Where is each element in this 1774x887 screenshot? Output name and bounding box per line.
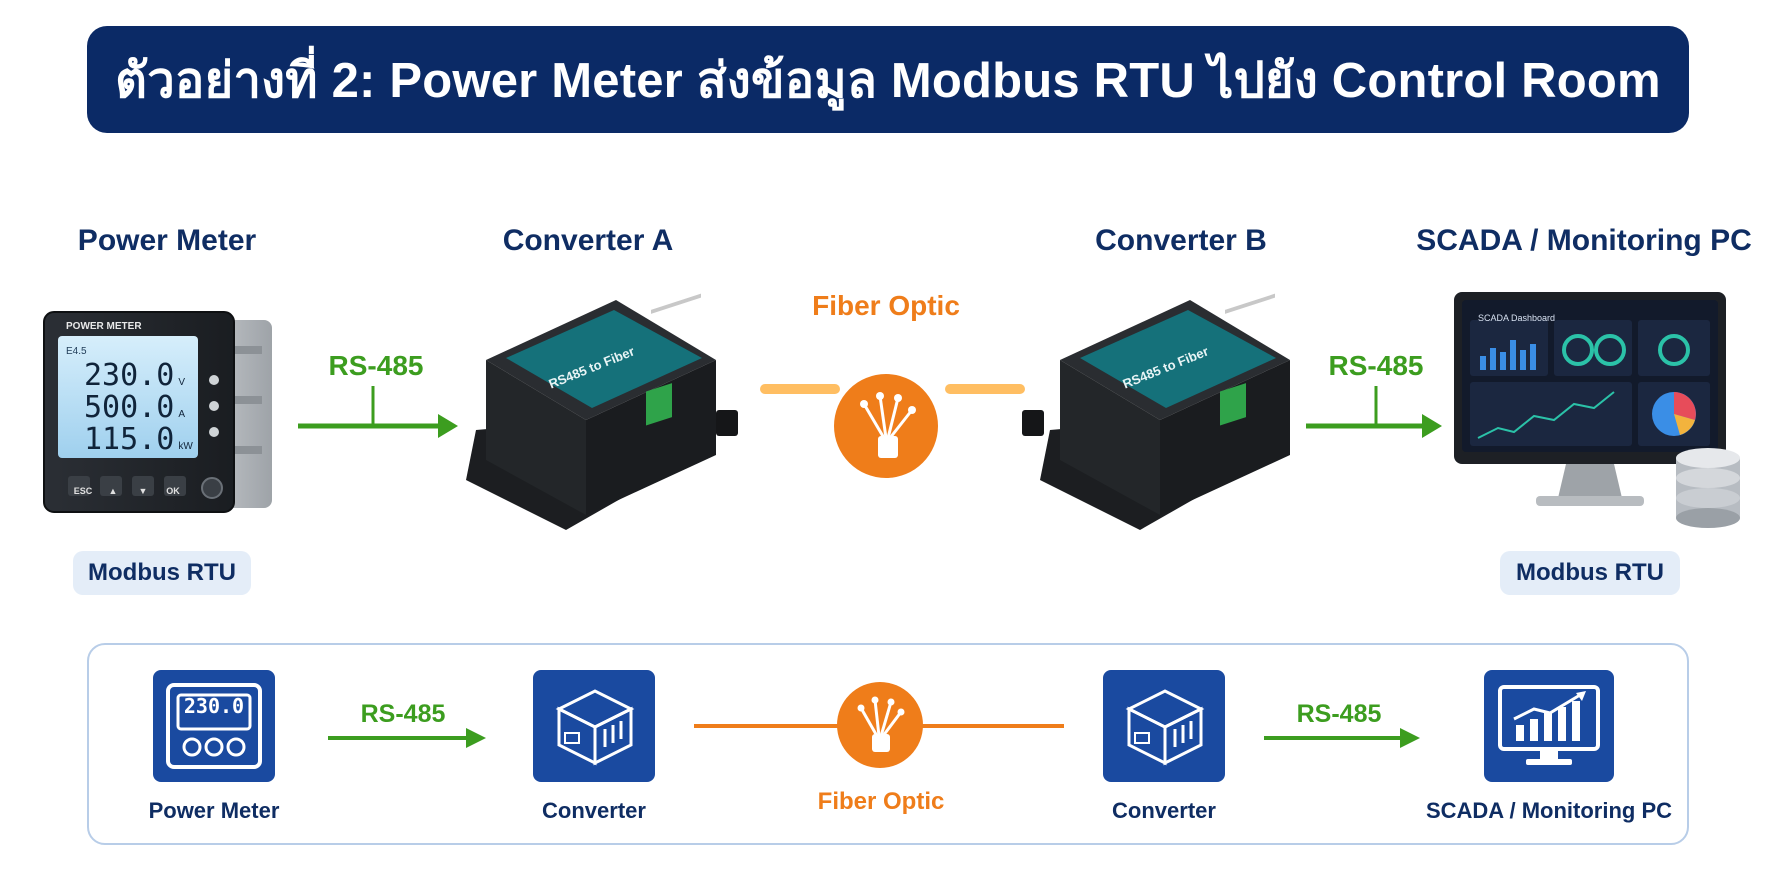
converter-icon <box>533 670 655 782</box>
meter-buttons: ESC ▲ ▼ OK <box>68 486 188 496</box>
meter-button-up: ▲ <box>108 486 118 496</box>
reading-unit-3: kW <box>178 441 193 452</box>
converter-icon <box>1103 670 1225 782</box>
converter-a-device: RS485 to Fiber <box>466 293 738 550</box>
fiber-optic-icon <box>834 374 938 478</box>
meter-readings: 230.0 V 500.0 A 115.0 kW <box>84 358 194 457</box>
arrow-right-icon <box>298 386 458 438</box>
scada-label: SCADA / Monitoring PC <box>1416 224 1752 257</box>
bottom-rs485-label-right: RS-485 <box>1296 700 1382 728</box>
title-banner: ตัวอย่างที่ 2: Power Meter ส่งข้อมูล Mod… <box>87 26 1689 133</box>
reading-value-3: 115.0 <box>84 422 175 457</box>
rs485-label-right: RS-485 <box>1328 350 1424 381</box>
power-meter-device: POWER METER E4.5 230.0 V 500.0 A 115.0 k… <box>43 306 276 516</box>
rs485-label-left: RS-485 <box>328 350 424 381</box>
arrow-right-icon <box>328 726 486 750</box>
meter-brand-text: POWER METER <box>66 321 142 332</box>
database-icon <box>1676 448 1740 528</box>
converter-a-label: Converter A <box>502 224 674 257</box>
monitor-chart-icon <box>1484 670 1614 782</box>
bottom-converter-right-label: Converter <box>1112 798 1216 823</box>
meter-button-esc: ESC <box>73 486 93 496</box>
reading-value-2: 500.0 <box>84 390 175 425</box>
bottom-converter-left-label: Converter <box>542 798 646 823</box>
bottom-fiber-optic-label: Fiber Optic <box>817 788 945 815</box>
scada-monitor: SCADA Dashboard <box>1454 292 1726 522</box>
converter-b-device: RS485 to Fiber <box>1022 293 1310 550</box>
modbus-badge-right: Modbus RTU <box>1500 551 1680 595</box>
modbus-badge-left: Modbus RTU <box>73 551 251 595</box>
meter-icon-display: 230.0 <box>183 694 245 718</box>
fiber-optic-icon <box>837 682 923 768</box>
power-meter-icon: 230.0 <box>153 670 275 782</box>
arrow-right-icon <box>1264 726 1420 750</box>
meter-button-down: ▼ <box>138 486 148 496</box>
page-title: ตัวอย่างที่ 2: Power Meter ส่งข้อมูล Mod… <box>115 53 1661 108</box>
fiber-glow-left <box>760 380 840 400</box>
scada-dashboard-title: SCADA Dashboard <box>1478 313 1556 323</box>
bottom-scada-label: SCADA / Monitoring PC <box>1425 798 1673 823</box>
bottom-rs485-label-left: RS-485 <box>360 700 446 728</box>
arrow-right-icon <box>1306 386 1442 438</box>
reading-unit-2: A <box>178 409 185 420</box>
fiber-glow-right <box>945 380 1025 400</box>
bottom-power-meter-label: Power Meter <box>148 798 280 823</box>
reading-unit-1: V <box>178 377 185 388</box>
reading-value-1: 230.0 <box>84 358 175 393</box>
meter-screen-tag: E4.5 <box>66 346 87 357</box>
converter-b-label: Converter B <box>1095 224 1267 257</box>
fiber-optic-label-top: Fiber Optic <box>812 290 960 321</box>
meter-button-ok: OK <box>166 486 180 496</box>
power-meter-label: Power Meter <box>77 224 257 257</box>
